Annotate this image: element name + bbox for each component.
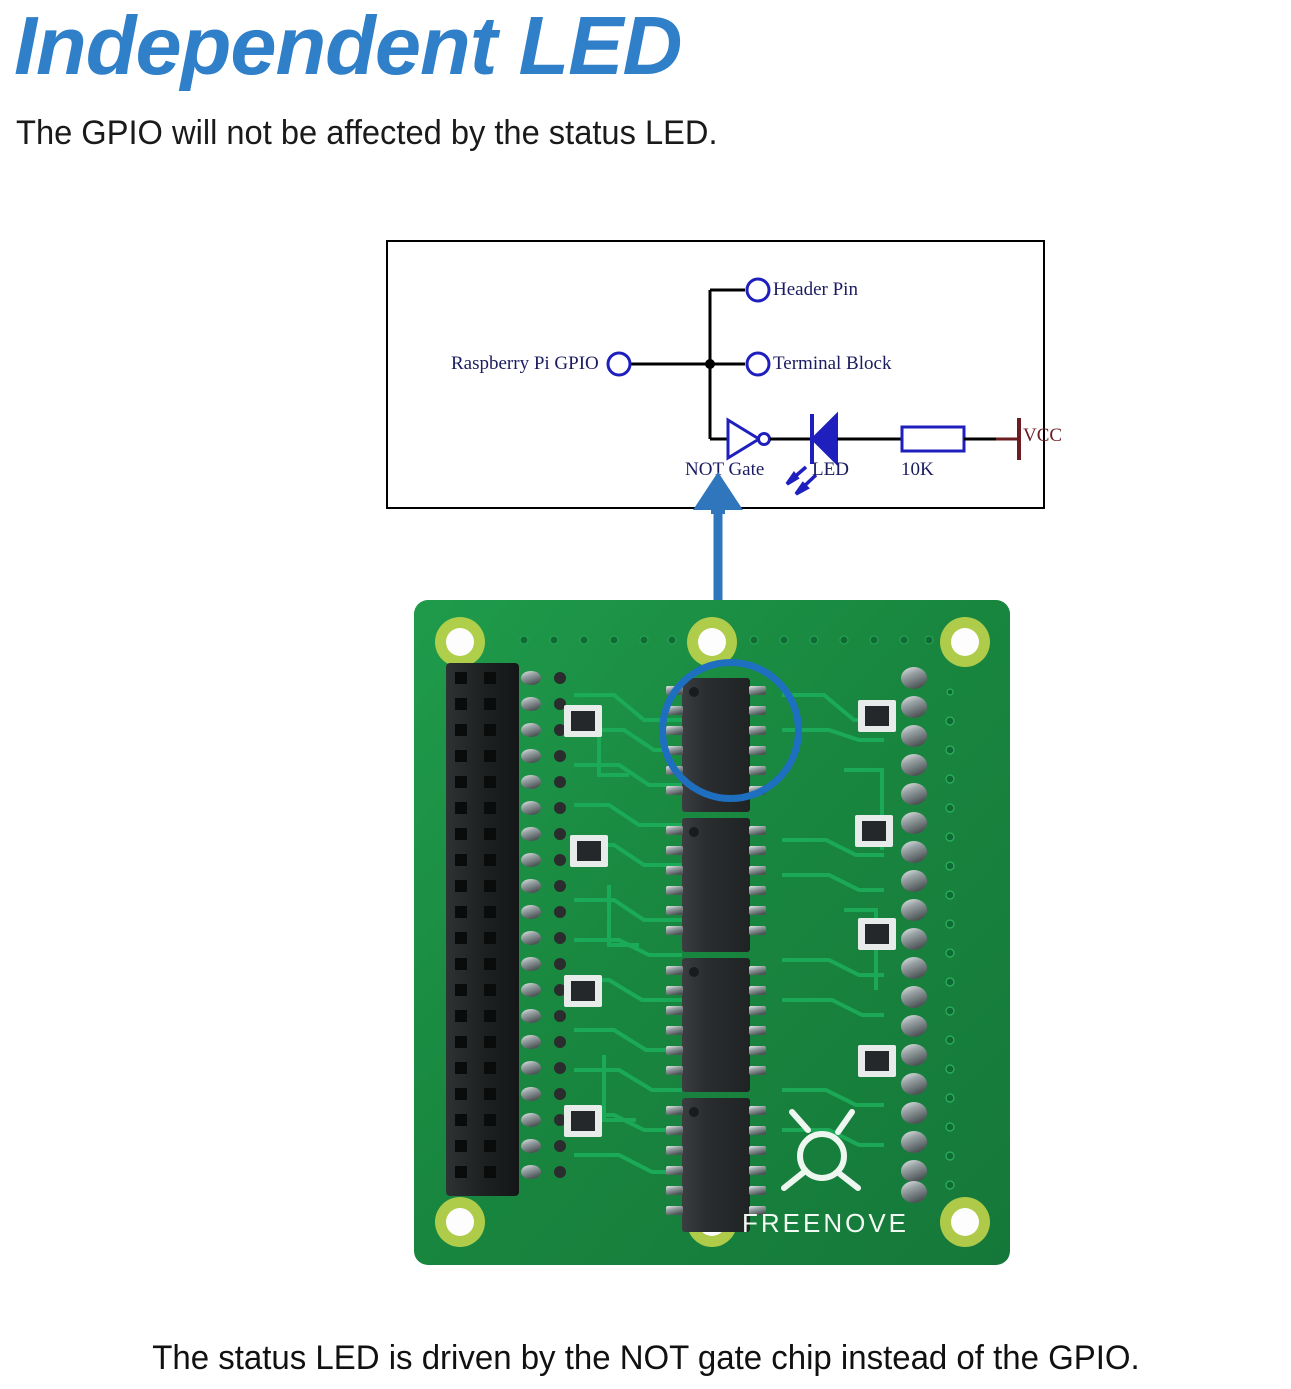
ic-chip-5 bbox=[666, 1098, 766, 1232]
resistor-network bbox=[564, 705, 602, 737]
header-via-column bbox=[554, 672, 566, 1178]
led-triangle bbox=[810, 411, 838, 467]
resistor-network bbox=[564, 975, 602, 1007]
label-header-pin: Header Pin bbox=[773, 279, 858, 300]
label-terminal-block: Terminal Block bbox=[773, 353, 892, 374]
resistor-body bbox=[900, 425, 966, 453]
highlight-circle-not-gate-chip bbox=[659, 659, 802, 802]
led-emission-arrows bbox=[785, 465, 818, 496]
resistor-network bbox=[858, 1045, 896, 1077]
junction-dot bbox=[705, 359, 715, 369]
label-led: LED bbox=[812, 459, 849, 480]
freenove-logo bbox=[781, 1109, 861, 1191]
gpio-port-circle bbox=[606, 351, 632, 377]
resistor-network bbox=[858, 918, 896, 950]
label-resistor-10k: 10K bbox=[901, 459, 934, 480]
schematic-diagram: Raspberry Pi GPIO Header Pin Terminal Bl… bbox=[386, 240, 1062, 509]
header-solder-tails bbox=[521, 671, 541, 1179]
page-subtitle: The GPIO will not be affected by the sta… bbox=[16, 114, 718, 152]
resistor-networks-right bbox=[855, 700, 896, 1077]
page-caption: The status LED is driven by the NOT gate… bbox=[0, 1336, 1291, 1380]
caption-text: The status LED is driven by the NOT gate… bbox=[151, 1339, 1140, 1377]
schematic-drawing bbox=[606, 277, 1021, 496]
top-via-row bbox=[519, 635, 934, 645]
resistor-network bbox=[858, 700, 896, 732]
resistor-network bbox=[564, 1105, 602, 1137]
label-not-gate: NOT Gate bbox=[685, 459, 765, 480]
freenove-brand-text: FREENOVE bbox=[742, 1208, 910, 1238]
label-vcc: VCC bbox=[1023, 425, 1063, 446]
gpio-header-connector bbox=[446, 663, 566, 1196]
header-pin-port-circle bbox=[745, 277, 771, 303]
page-title: Independent LED bbox=[14, 0, 682, 92]
resistor-network bbox=[855, 815, 893, 847]
right-via-column bbox=[945, 688, 955, 1190]
copper-traces-left bbox=[574, 693, 682, 1174]
output-solder-pads bbox=[901, 667, 927, 1203]
resistor-networks-left bbox=[564, 705, 608, 1137]
resistor-network bbox=[570, 835, 608, 867]
not-gate-bubble bbox=[757, 432, 771, 446]
ic-chip-4 bbox=[666, 958, 766, 1092]
label-raspberry-pi-gpio: Raspberry Pi GPIO bbox=[451, 353, 599, 374]
ic-chip-2 bbox=[666, 818, 766, 952]
terminal-block-port-circle bbox=[745, 351, 771, 377]
not-gate-triangle bbox=[726, 417, 762, 461]
